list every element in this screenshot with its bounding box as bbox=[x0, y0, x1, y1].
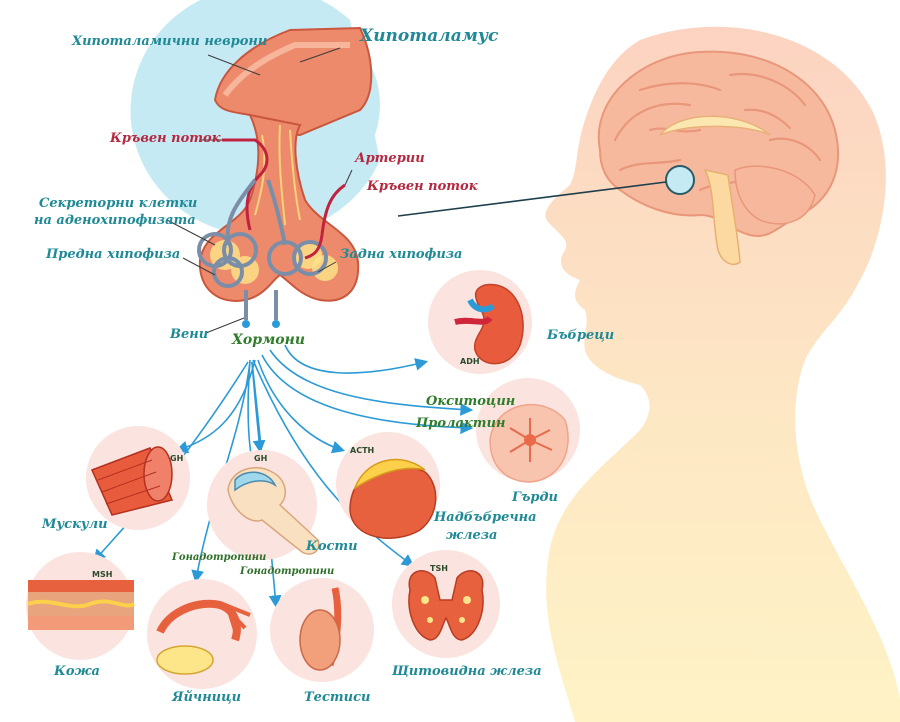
label-gonadotropins-1: Гонадотропини bbox=[172, 552, 267, 563]
label-kidneys: Бъбреци bbox=[547, 328, 615, 343]
brain-icon bbox=[597, 50, 840, 266]
label-prolactin: Пролактин bbox=[416, 416, 506, 431]
label-veins: Вени bbox=[170, 327, 209, 342]
adrenal-icon bbox=[336, 432, 440, 539]
label-oxytocin: Окситоцин bbox=[426, 394, 516, 409]
muscle-icon bbox=[86, 426, 190, 530]
label-thyroid: Щитовидна жлеза bbox=[392, 664, 542, 679]
label-breasts: Гърди bbox=[512, 490, 559, 505]
label-blood-flow-left: Кръвен поток bbox=[110, 131, 221, 146]
zoom-connector-line bbox=[397, 181, 667, 217]
label-hormones: Хормони bbox=[232, 332, 306, 348]
label-adrenal-2: жлеза bbox=[446, 528, 498, 543]
label-blood-flow-right: Кръвен поток bbox=[367, 179, 478, 194]
label-arteries: Артерии bbox=[355, 151, 425, 166]
hormone-arrows bbox=[92, 344, 474, 609]
thyroid-icon bbox=[392, 550, 500, 658]
code-adh: ADH bbox=[460, 357, 480, 366]
testis-icon bbox=[270, 578, 374, 682]
ovary-icon bbox=[147, 579, 257, 689]
label-testes: Тестиси bbox=[304, 690, 371, 705]
label-hypothalamic-neurons: Хипоталамични неврони bbox=[72, 34, 268, 49]
label-hypothalamus: Хипоталамус bbox=[360, 26, 499, 46]
label-muscles: Мускули bbox=[42, 517, 108, 532]
label-skin: Кожа bbox=[54, 664, 100, 679]
label-secretory-cells-1: Секреторни клетки bbox=[39, 196, 198, 211]
pituitary-icon bbox=[130, 0, 380, 328]
code-gh-muscle: GH bbox=[170, 454, 184, 463]
kidney-icon bbox=[428, 270, 532, 374]
breast-icon bbox=[476, 378, 580, 483]
label-posterior-pituitary: Задна хипофиза bbox=[340, 247, 463, 262]
code-tsh: TSH bbox=[430, 564, 448, 573]
skin-icon bbox=[26, 552, 136, 660]
label-ovaries: Яйчници bbox=[172, 690, 242, 705]
label-gonadotropins-2: Гонадотропини bbox=[240, 566, 335, 577]
leader-lines bbox=[166, 47, 353, 334]
bone-icon bbox=[207, 450, 320, 560]
label-adrenal-1: Надбъбречна bbox=[434, 510, 537, 525]
label-anterior-pituitary: Предна хипофиза bbox=[46, 247, 181, 262]
code-msh: MSH bbox=[92, 570, 113, 579]
label-bones: Кости bbox=[306, 539, 358, 554]
code-gh-bone: GH bbox=[254, 454, 268, 463]
label-secretory-cells-2: на аденохипофизата bbox=[34, 213, 196, 228]
code-acth: ACTH bbox=[350, 446, 375, 455]
